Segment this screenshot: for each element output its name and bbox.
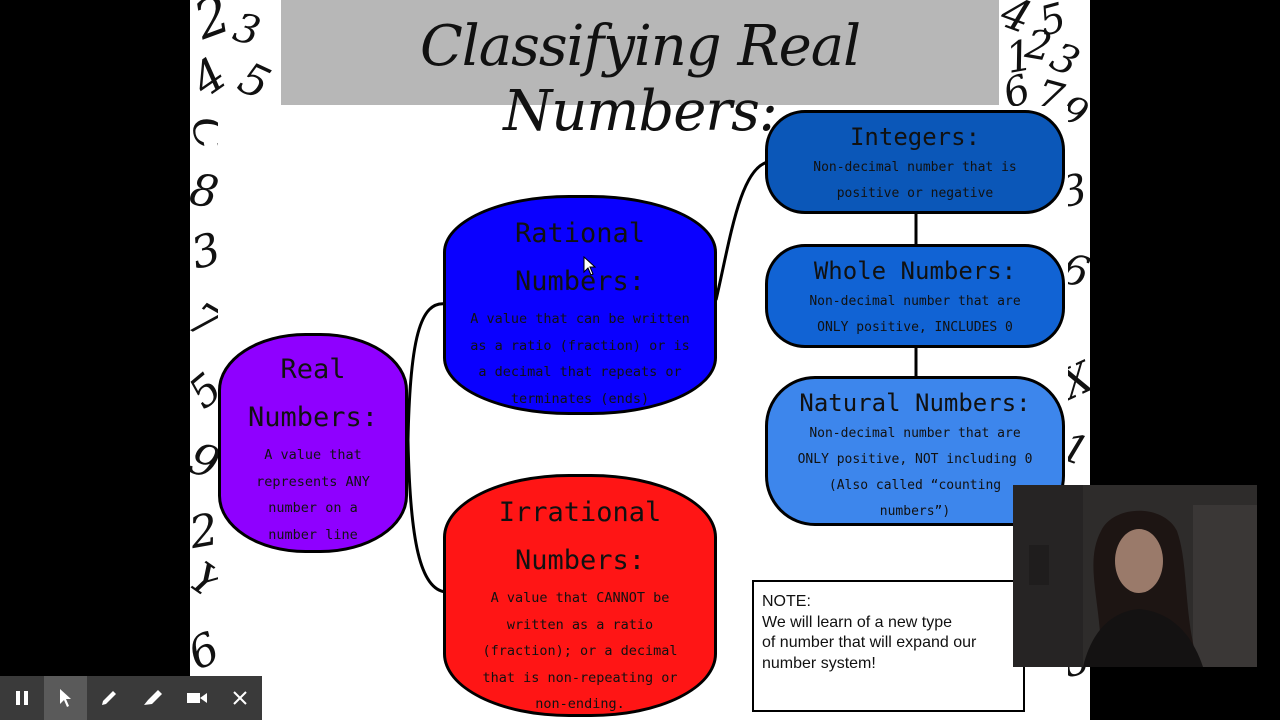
integers-desc: Non-decimal number that is positive or n… [813, 160, 1017, 201]
rational-numbers-title: Rational Numbers: [514, 218, 646, 297]
slide: 2 3 4 5 C 8 3 7 5 9 2 Y 6 4 5 1 2 3 6 7 … [190, 0, 1090, 720]
note-line: We will learn of a new type [762, 613, 953, 631]
presenter-webcam [1013, 485, 1257, 667]
natural-numbers-node: Natural Numbers: Non-decimal number that… [765, 376, 1065, 526]
integers-title: Integers: [849, 123, 981, 151]
real-numbers-desc: A value that represents ANY number on a … [256, 447, 370, 543]
real-numbers-title: Real Numbers: [247, 354, 379, 433]
diagram-connectors [406, 160, 918, 594]
rational-numbers-node: Rational Numbers: A value that can be wr… [443, 195, 717, 415]
natural-numbers-desc: Non-decimal number that are ONLY positiv… [797, 426, 1033, 519]
connector-real-irrational [406, 439, 447, 594]
presenter-video [1013, 485, 1257, 667]
connector-rational-integers [714, 160, 769, 301]
note-heading: NOTE: [762, 593, 811, 610]
title-banner: Classifying Real Numbers: [281, 0, 999, 144]
close-icon[interactable] [218, 676, 262, 720]
pen-icon[interactable] [87, 676, 131, 720]
whole-numbers-title: Whole Numbers: [813, 257, 1017, 285]
irrational-numbers-node: Irrational Numbers: A value that CANNOT … [443, 474, 717, 717]
camera-icon[interactable] [175, 676, 219, 720]
pause-icon[interactable] [0, 676, 44, 720]
pointer-icon[interactable] [43, 676, 88, 720]
highlighter-icon[interactable] [131, 676, 175, 720]
slide-title: Classifying Real Numbers: [419, 14, 861, 144]
irrational-numbers-title: Irrational Numbers: [498, 497, 662, 576]
rational-numbers-desc: A value that can be written as a ratio (… [470, 311, 690, 407]
whole-numbers-desc: Non-decimal number that are ONLY positiv… [809, 294, 1021, 335]
natural-numbers-title: Natural Numbers: [799, 389, 1031, 417]
mouse-cursor-icon [583, 256, 597, 276]
note-line: number system! [762, 654, 876, 672]
whole-numbers-node: Whole Numbers: Non-decimal number that a… [765, 244, 1065, 348]
note-line: of number that will expand our [762, 634, 977, 651]
integers-node: Integers: Non-decimal number that is pos… [765, 110, 1065, 214]
connector-real-rational [406, 302, 447, 441]
recording-toolbar [0, 676, 262, 720]
irrational-numbers-desc: A value that CANNOT be written as a rati… [482, 590, 678, 712]
real-numbers-node: Real Numbers: A value that represents AN… [218, 333, 408, 553]
note-box: NOTE: We will learn of a new type of num… [752, 580, 1025, 712]
